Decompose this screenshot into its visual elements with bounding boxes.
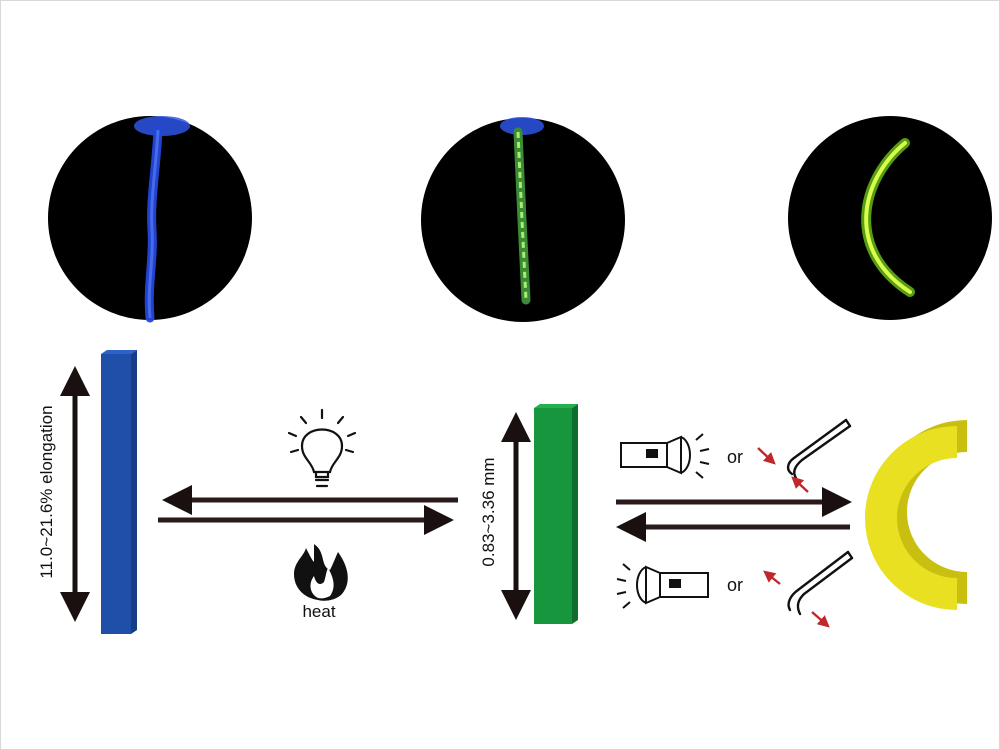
squeeze-arrow-top-2 [791,476,809,493]
yellow-arc [865,420,967,610]
release-arrow-bottom-2 [811,611,830,628]
or-top-label: or [727,447,743,467]
photo-yellow-arc [788,116,992,320]
thickness-label: 0.83~3.36 mm [479,457,498,566]
or-bottom-label: or [727,575,743,595]
photo-green-fiber [421,117,625,322]
tweezers-icon [787,550,854,616]
elongation-label: 11.0~21.6% elongation [37,405,56,578]
flame-icon [294,544,348,601]
squeeze-arrow-top-1 [757,447,776,465]
blue-bar [101,350,137,634]
heat-label: heat [302,602,335,621]
green-bar [534,404,578,624]
tweezers-icon [786,418,852,480]
lightbulb-icon [287,408,357,488]
release-arrow-bottom-1 [763,570,781,585]
photo-blue-fiber [48,116,252,323]
flashlight-icon [620,433,710,479]
flashlight-icon [616,563,709,609]
